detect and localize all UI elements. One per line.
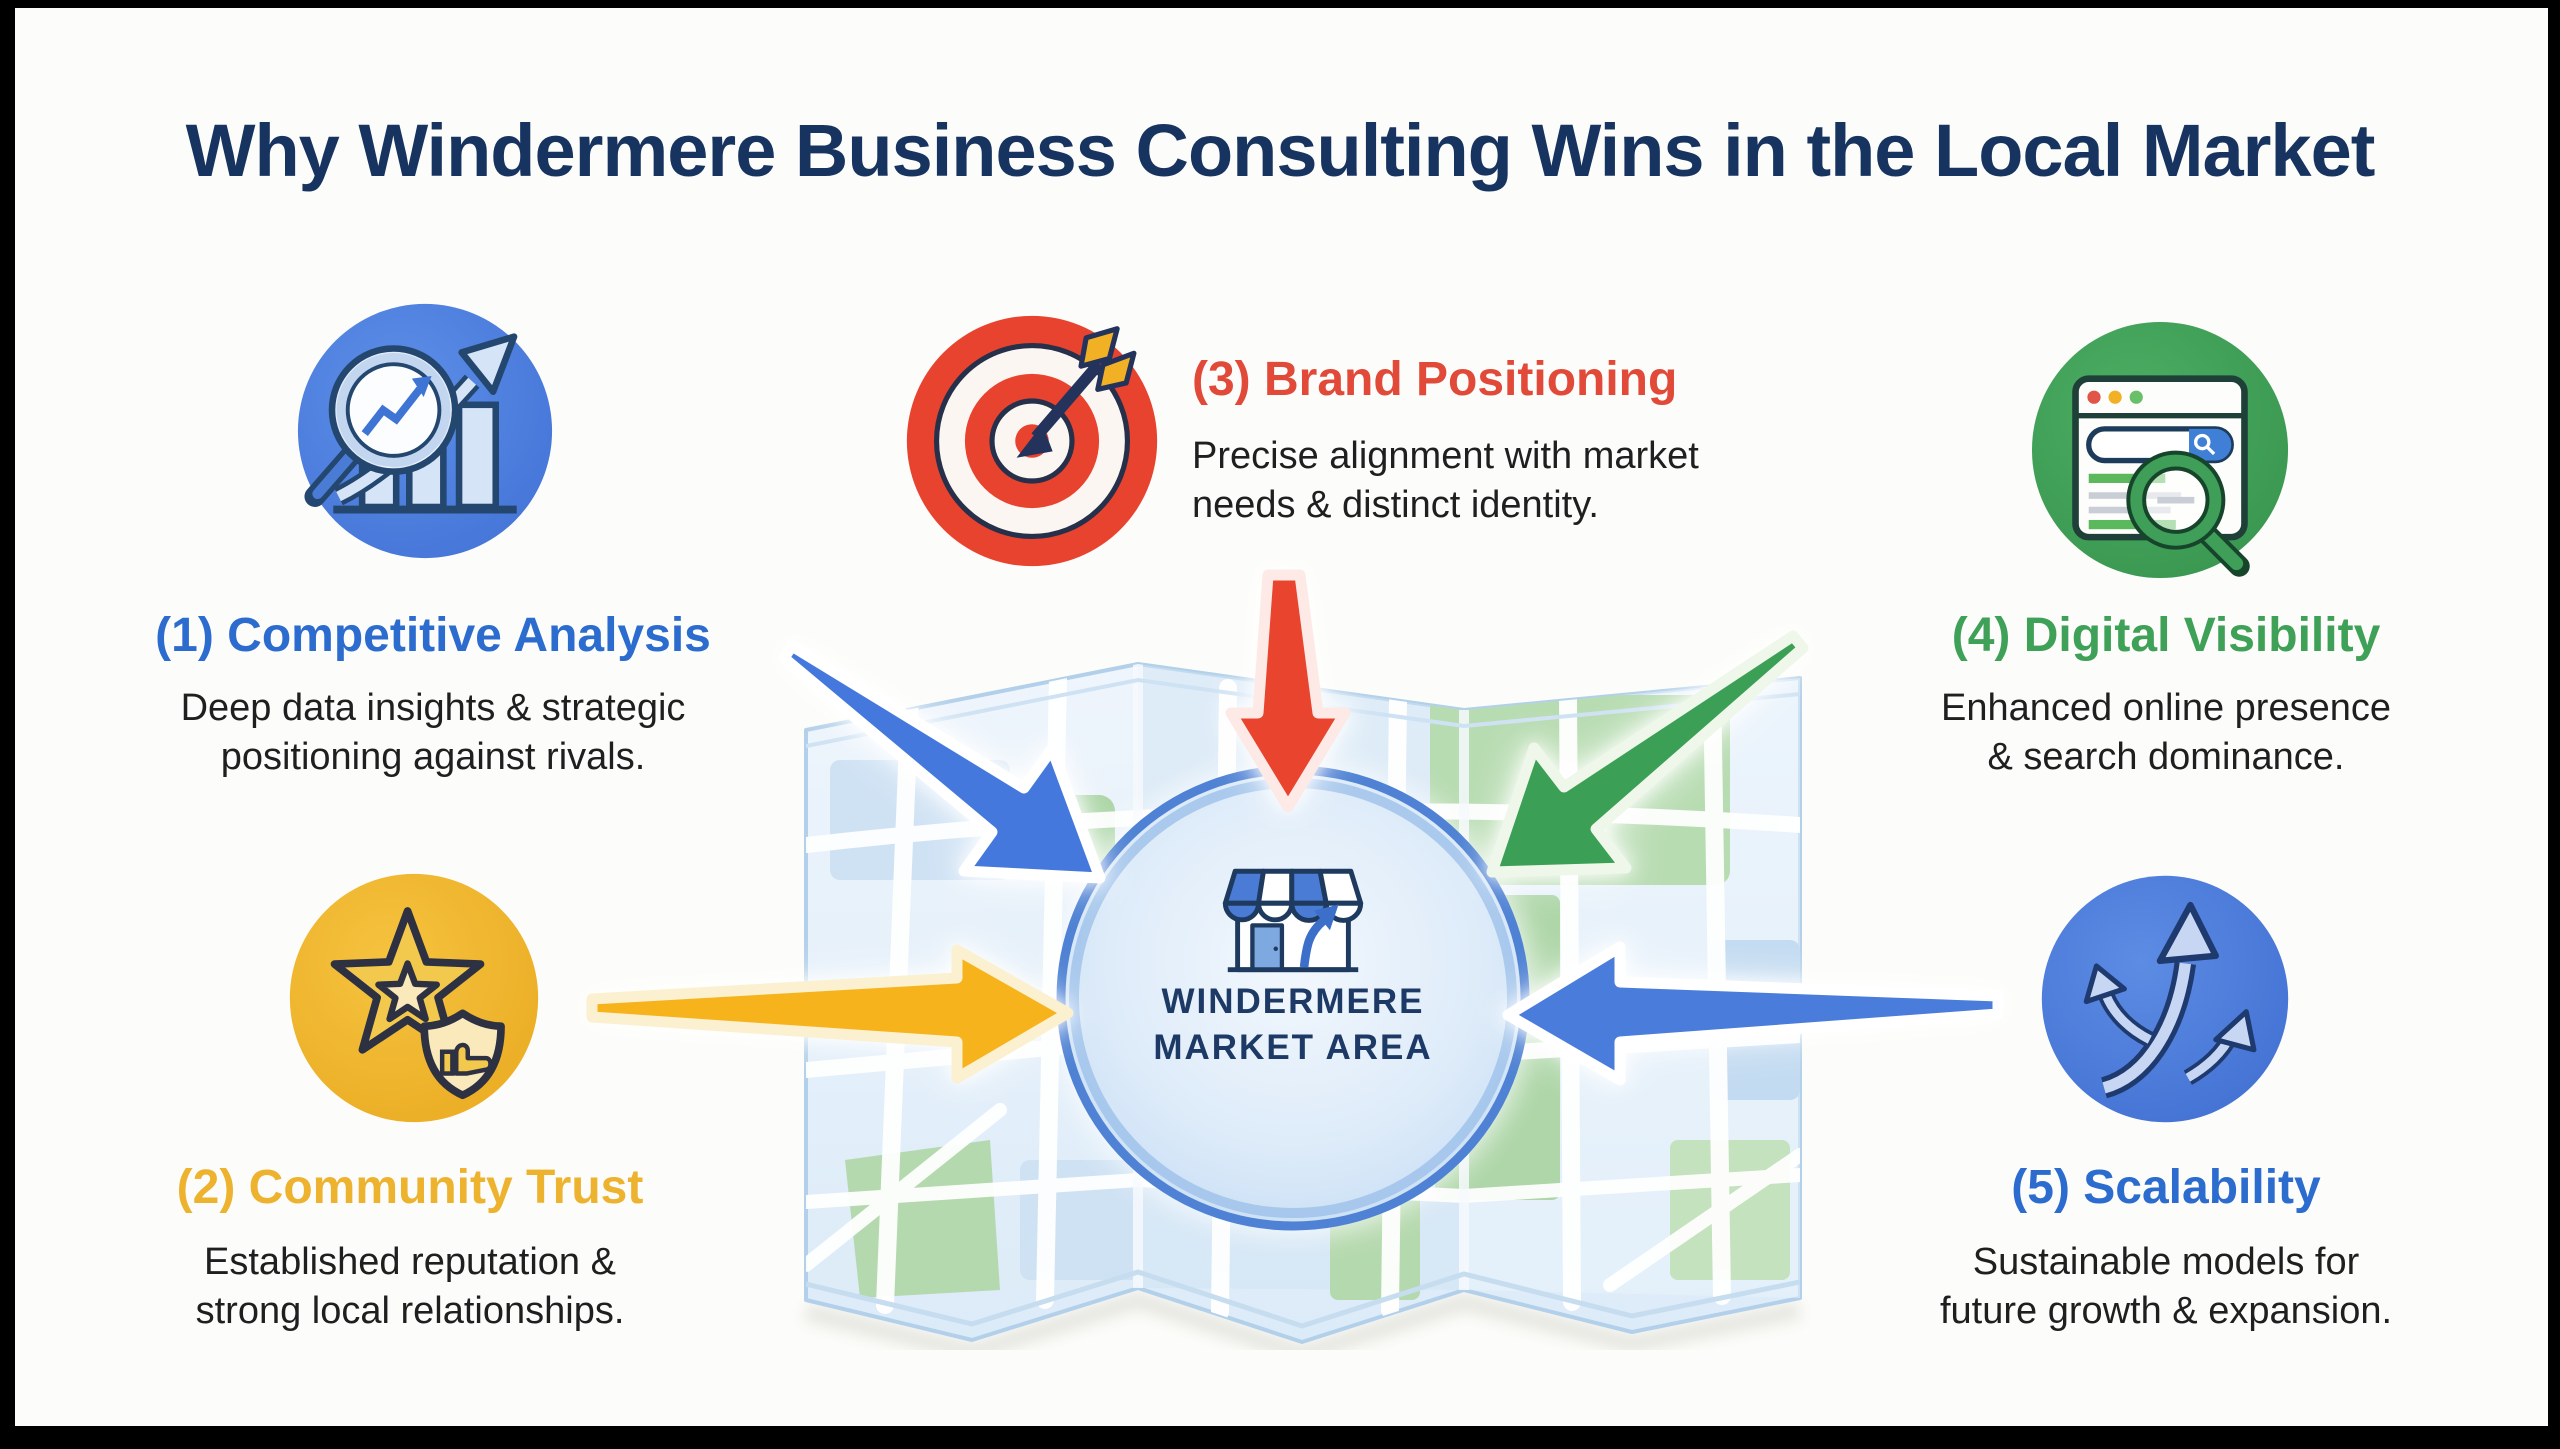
map-shadow [803,1289,1802,1350]
heading-brand-positioning: (3) Brand Positioning [1192,353,1678,406]
body-line: future growth & expansion. [1939,1290,2393,1332]
body-scalability: Sustainable models for future growth & e… [1940,1238,2392,1336]
body-line: & search dominance. [1987,736,2345,778]
page-title: Why Windermere Business Consulting Wins … [185,109,2376,192]
target-dart-icon [906,315,1158,567]
market-area-label-line2: MARKET AREA [1153,1028,1433,1067]
browser-search-icon [2031,321,2289,579]
arrow-digital-visibility [1486,630,1809,878]
body-line: positioning against rivals. [220,736,646,778]
growth-arrows-icon [2041,875,2289,1123]
magnifier-chart-icon [297,303,553,559]
market-area-label-line1: WINDERMERE [1161,982,1425,1021]
heading-digital-visibility: (4) Digital Visibility [1951,609,2381,662]
heading-scalability: (5) Scalability [2011,1161,2321,1214]
heading-community-trust: (2) Community Trust [176,1161,644,1214]
body-line: Established reputation & [204,1241,616,1283]
body-community-trust: Established reputation & strong local re… [196,1238,625,1336]
arrow-scalability [1502,941,2004,1086]
body-brand-positioning: Precise alignment with market needs & di… [1192,432,1699,530]
body-competitive-analysis: Deep data insights & strategic positioni… [181,684,686,782]
star-shield-icon [289,873,539,1123]
body-line: needs & distinct identity. [1192,484,1599,526]
body-line: Precise alignment with market [1192,435,1699,477]
arrow-competitive-analysis [778,640,1106,884]
body-line: Sustainable models for [1972,1241,2360,1283]
arrow-community-trust [586,944,1074,1084]
body-digital-visibility: Enhanced online presence & search domina… [1941,684,2391,782]
arrow-brand-positioning [1225,569,1351,813]
body-line: Enhanced online presence [1940,687,2392,729]
body-line: Deep data insights & strategic [180,687,686,729]
storefront-icon [1222,868,1364,973]
body-line: strong local relationships. [195,1290,625,1332]
heading-competitive-analysis: (1) Competitive Analysis [155,609,711,662]
